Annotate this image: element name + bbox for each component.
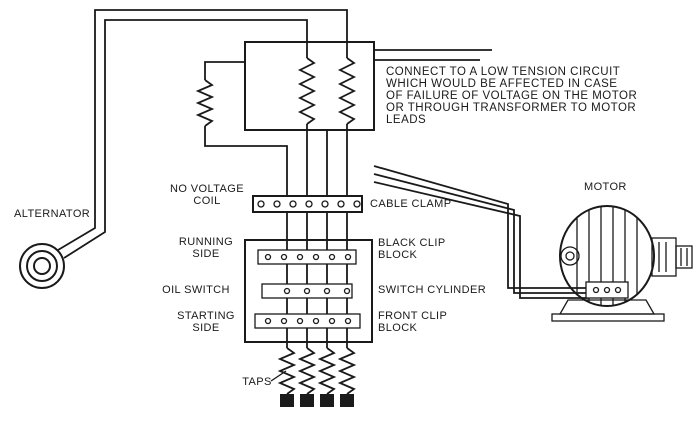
motor-pulley-lines [680, 248, 688, 266]
motor-body [559, 205, 655, 307]
tap-resistor [317, 347, 337, 395]
starting-side-label-line1: STARTING [177, 310, 235, 322]
no-voltage-coil-label-line2: COIL [193, 195, 220, 207]
motor-bearing-housing [651, 237, 677, 277]
motor-base-plate [551, 313, 665, 322]
clip-contact [280, 317, 288, 325]
clip-contact [296, 317, 304, 325]
alternator-coil-inner [33, 257, 51, 275]
taps-label: TAPS [242, 376, 272, 388]
motor-bearing-lines [658, 242, 667, 272]
clip-contact [280, 253, 288, 261]
motor-drawing [551, 205, 693, 322]
clip-contact [264, 253, 272, 261]
motor-lead-3 [373, 181, 588, 299]
taps-assembly [270, 328, 357, 407]
clip-contact [264, 317, 272, 325]
clamp-bolt [321, 200, 329, 208]
cylinder-contact [343, 287, 351, 295]
tap-feed-wires [286, 328, 348, 348]
motor-terminal [614, 286, 622, 294]
clamp-bolt [305, 200, 313, 208]
motor-shaft-pulley [675, 245, 693, 269]
motor-lead-2 [373, 173, 588, 294]
oil-switch-label: OIL SWITCH [162, 284, 230, 296]
tap-resistor [277, 347, 297, 395]
clip-contact [328, 253, 336, 261]
black-clip-block-label-line1: BLACK CLIP [378, 237, 446, 249]
annotation-line-5: LEADS [386, 114, 426, 126]
taps-leader-line [270, 370, 287, 382]
switch-cylinder-label: SWITCH CYLINDER [378, 284, 486, 296]
motor-end-cap-hub [565, 251, 575, 261]
coil-box [244, 41, 375, 131]
cylinder-contact [303, 287, 311, 295]
outer-resistor-zigzag [195, 79, 215, 127]
cylinder-contact [283, 287, 291, 295]
tap-terminal [300, 394, 314, 407]
motor-lead-1 [373, 165, 588, 289]
outer-resistor-return [204, 126, 288, 196]
coil-spring-left [297, 57, 317, 125]
annotation-text: CONNECT TO A LOW TENSION CIRCUIT WHICH W… [386, 66, 637, 126]
clamp-bolt [273, 200, 281, 208]
clip-contact [312, 253, 320, 261]
motor-terminal [603, 286, 611, 294]
tap-terminal [340, 394, 354, 407]
clamp-bolt [257, 200, 265, 208]
annotation-line-3: OF FAILURE OF VOLTAGE ON THE MOTOR [386, 90, 637, 102]
annotation-line-1: CONNECT TO A LOW TENSION CIRCUIT [386, 66, 620, 78]
clip-contact [344, 253, 352, 261]
clamp-bolt [289, 200, 297, 208]
no-voltage-coil-label-line1: NO VOLTAGE [170, 183, 244, 195]
coil-spring-right [337, 57, 357, 125]
cable-clamp-bar [252, 195, 363, 213]
switch-cylinder-row [261, 283, 353, 299]
outer-resistor-feed [204, 61, 245, 80]
feed-wire-outer [57, 9, 348, 251]
motor-label: MOTOR [584, 181, 627, 193]
annotation-line-4: OR THROUGH TRANSFORMER TO MOTOR [386, 102, 636, 114]
front-clip-block-label-line1: FRONT CLIP [378, 310, 447, 322]
tap-terminal [280, 394, 294, 407]
running-side-label-line1: RUNNING [179, 236, 233, 248]
tap-terminal [320, 394, 334, 407]
tap-resistor [337, 347, 357, 395]
tap-resistor [297, 347, 317, 395]
cylinder-contact [323, 287, 331, 295]
clamp-bolt [353, 200, 361, 208]
motor-ribs [576, 206, 638, 306]
vertical-cables [286, 124, 348, 250]
black-clip-block-row [257, 249, 357, 265]
switch-internal-wires [286, 264, 348, 314]
clip-contact [312, 317, 320, 325]
black-clip-block-label-line2: BLOCK [378, 249, 418, 261]
clip-contact [344, 317, 352, 325]
motor-terminal [592, 286, 600, 294]
running-side-label-line2: SIDE [192, 248, 219, 260]
feed-wires [57, 9, 348, 259]
front-clip-block-label-line2: BLOCK [378, 322, 418, 334]
annotation-line-2: WHICH WOULD BE AFFECTED IN CASE [386, 78, 617, 90]
black-clip-bar [257, 249, 357, 265]
motor-leads [373, 165, 588, 299]
oil-switch-box [244, 239, 373, 343]
coils [195, 57, 357, 196]
annotation-connect-lines [374, 49, 492, 61]
front-clip-block-row [254, 313, 361, 329]
cable-clamp-assembly [252, 195, 363, 213]
cable-clamp-label: CABLE CLAMP [370, 198, 451, 210]
alternator-symbol [19, 243, 65, 289]
alternator-coil-mid [26, 250, 58, 282]
alternator-label: ALTERNATOR [14, 208, 90, 220]
feed-wire-inner [63, 19, 308, 259]
alternator-coil-outer [19, 243, 65, 289]
clamp-bolt [337, 200, 345, 208]
motor-end-cap [560, 246, 580, 266]
clip-contact [328, 317, 336, 325]
clip-contact [296, 253, 304, 261]
starting-side-label-line2: SIDE [192, 322, 219, 334]
